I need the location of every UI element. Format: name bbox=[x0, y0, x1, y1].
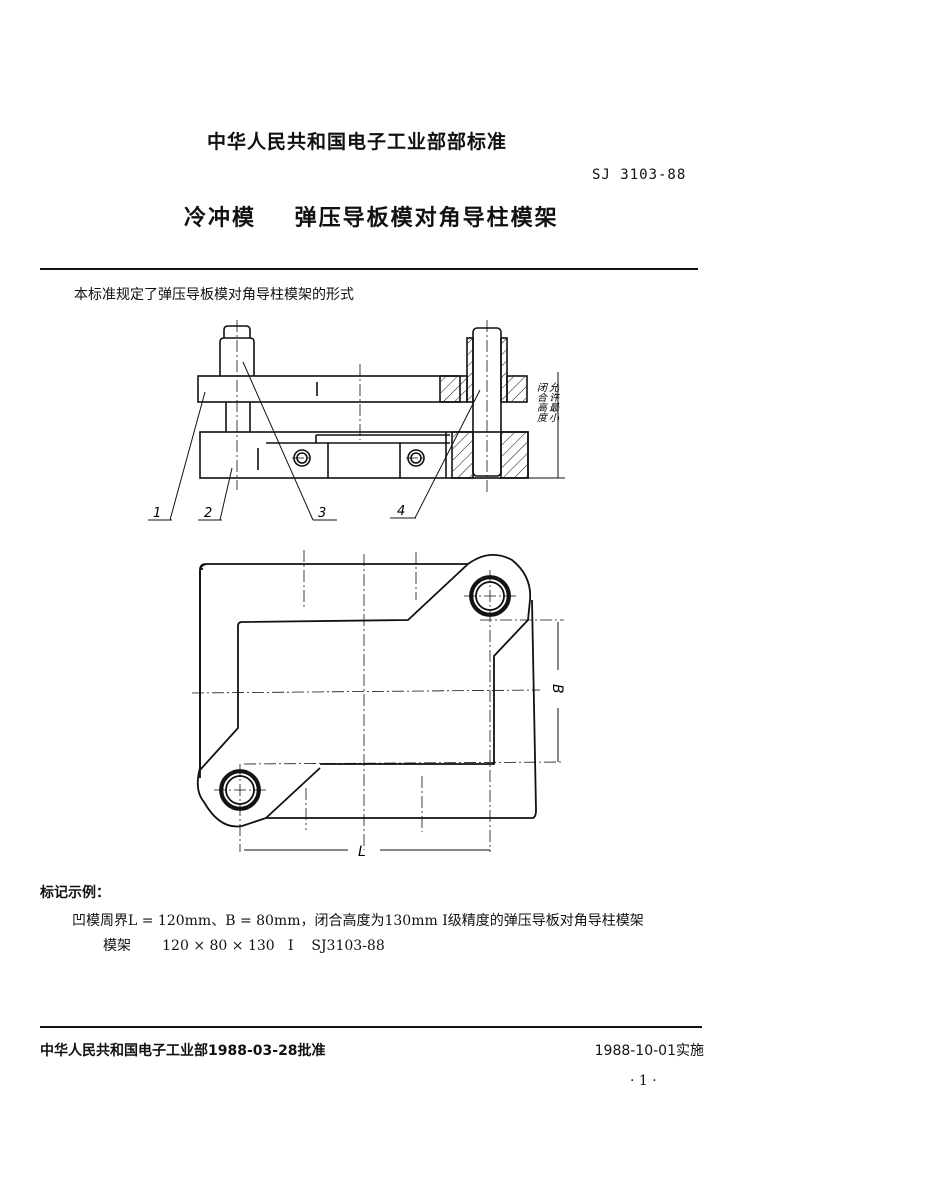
footer-divider bbox=[40, 1026, 702, 1028]
callout-2: 2 bbox=[204, 506, 212, 521]
standard-code: SJ 3103-88 bbox=[592, 167, 687, 183]
min-height-label: 允许最小 bbox=[547, 382, 559, 422]
dimension-b-label: B bbox=[549, 684, 565, 694]
header-divider bbox=[40, 268, 698, 270]
approval-date: 中华人民共和国电子工业部1988-03-28批准 bbox=[40, 1043, 326, 1059]
closing-height-label: 闭合高度 bbox=[535, 382, 547, 422]
callout-1: 1 bbox=[153, 506, 161, 521]
top-view-drawing: B L bbox=[191, 550, 565, 860]
intro-text: 本标准规定了弹压导板模对角导柱模架的形式 bbox=[74, 287, 354, 303]
page-number: · 1 · bbox=[630, 1073, 657, 1089]
marking-example-designation: 模架 120 × 80 × 130 Ⅰ SJ3103-88 bbox=[103, 938, 385, 954]
dimension-l-label: L bbox=[358, 844, 366, 860]
side-view-drawing: 闭合高度 允许最小 1 2 3 4 bbox=[148, 320, 565, 521]
effective-date: 1988-10-01实施 bbox=[594, 1043, 704, 1059]
issuing-organization: 中华人民共和国电子工业部部标准 bbox=[207, 131, 508, 153]
callout-3: 3 bbox=[318, 506, 326, 521]
marking-example-description: 凹模周界L = 120mm、B = 80mm，闭合高度为130mm Ⅰ级精度的弹… bbox=[72, 913, 644, 929]
marking-example-heading: 标记示例： bbox=[40, 885, 110, 901]
callout-4: 4 bbox=[397, 504, 405, 519]
document-title: 冷冲模 弹压导板模对角导柱模架 bbox=[184, 206, 559, 231]
